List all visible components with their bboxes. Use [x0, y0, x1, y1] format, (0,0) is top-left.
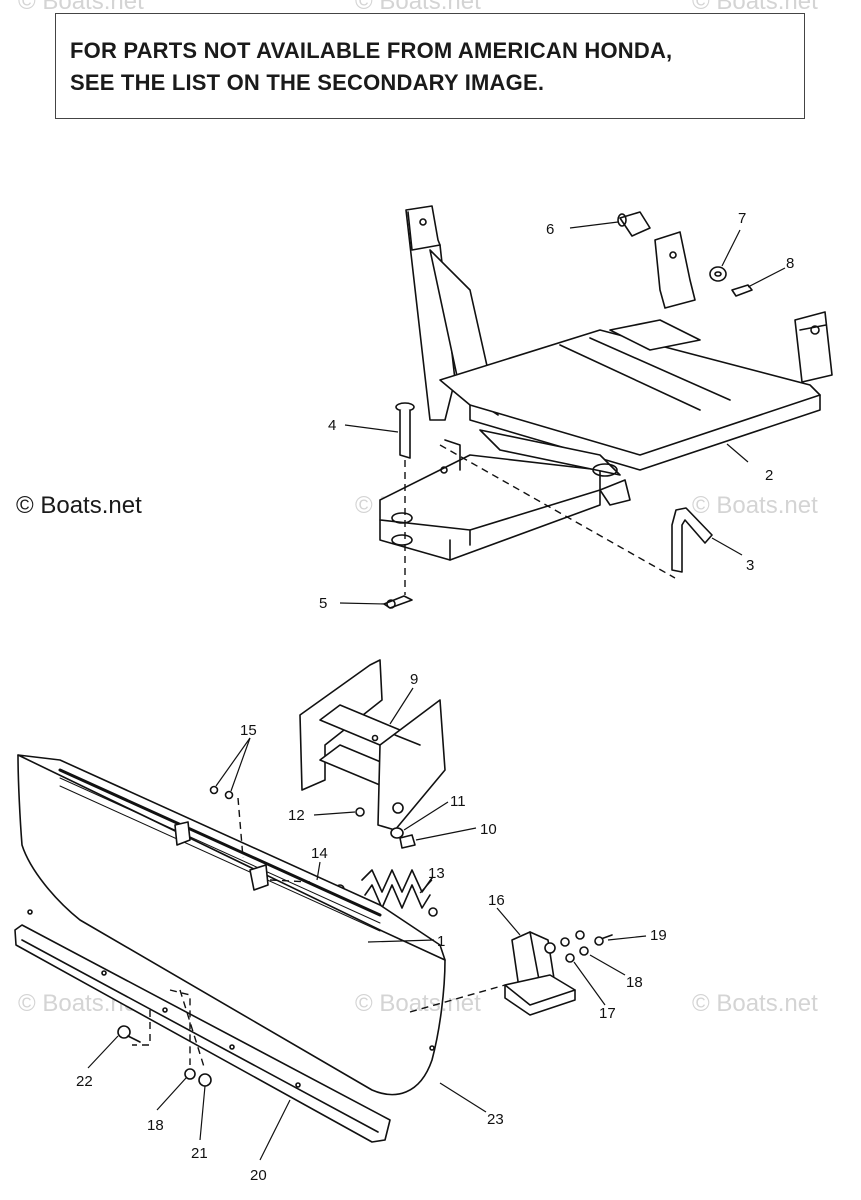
- bracket-16: [504, 931, 576, 1016]
- callout-2: 2: [765, 467, 773, 484]
- pin-4: [395, 402, 415, 459]
- copyright-label: © Boats.net: [16, 492, 142, 519]
- callout-8: 8: [786, 255, 794, 272]
- callout-21: 21: [191, 1145, 208, 1162]
- callout-10: 10: [480, 821, 497, 838]
- callout-5: 5: [319, 595, 327, 612]
- l-pin-3: [671, 507, 713, 573]
- callout-13: 13: [428, 865, 445, 882]
- callout-18-right: 18: [626, 974, 643, 991]
- washer-18-lower: [184, 1068, 196, 1080]
- callout-14: 14: [311, 845, 328, 862]
- mount-bracket: [299, 659, 446, 849]
- cotter-pin-8: [731, 284, 753, 297]
- hardware-17-18-19: [544, 930, 613, 963]
- notice-line-2: SEE THE LIST ON THE SECONDARY IMAGE.: [70, 70, 545, 95]
- nut-21: [198, 1073, 212, 1087]
- carriage-bolt-22: [117, 1025, 141, 1043]
- callout-7: 7: [738, 210, 746, 227]
- callout-19: 19: [650, 927, 667, 944]
- callout-9: 9: [410, 671, 418, 688]
- callout-17: 17: [599, 1005, 616, 1022]
- watermark-top-left: © Boats.net: [18, 0, 144, 15]
- washer-7: [709, 266, 727, 282]
- callout-15: 15: [240, 722, 257, 739]
- callout-1: 1: [437, 933, 445, 950]
- callout-11: 11: [450, 793, 466, 810]
- watermark-bottom-right: © Boats.net: [692, 990, 818, 1017]
- callout-18-left: 18: [147, 1117, 164, 1134]
- blade: [17, 754, 446, 1096]
- cotter-pin-5: [383, 595, 413, 609]
- spring-13: [361, 869, 438, 917]
- callout-6: 6: [546, 221, 554, 238]
- watermark-top-center: © Boats.net: [355, 0, 481, 15]
- callout-3: 3: [746, 557, 754, 574]
- clip-15a: [209, 785, 219, 795]
- watermark-mid-right: © Boats.net: [692, 492, 818, 519]
- callout-20: 20: [250, 1167, 267, 1184]
- callout-4: 4: [328, 417, 336, 434]
- cutting-edge-20: [14, 924, 391, 1143]
- watermark-bottom-center: © Boats.net: [355, 990, 481, 1017]
- watermark-top-right: © Boats.net: [692, 0, 818, 15]
- callout-12: 12: [288, 807, 305, 824]
- notice-box: FOR PARTS NOT AVAILABLE FROM AMERICAN HO…: [55, 13, 805, 119]
- pin-6: [617, 211, 651, 237]
- callout-22: 22: [76, 1073, 93, 1090]
- clip-15b: [224, 790, 234, 800]
- callout-23: 23: [487, 1111, 504, 1128]
- push-frame: [379, 205, 833, 561]
- callout-16: 16: [488, 892, 505, 909]
- notice-line-1: FOR PARTS NOT AVAILABLE FROM AMERICAN HO…: [70, 38, 673, 63]
